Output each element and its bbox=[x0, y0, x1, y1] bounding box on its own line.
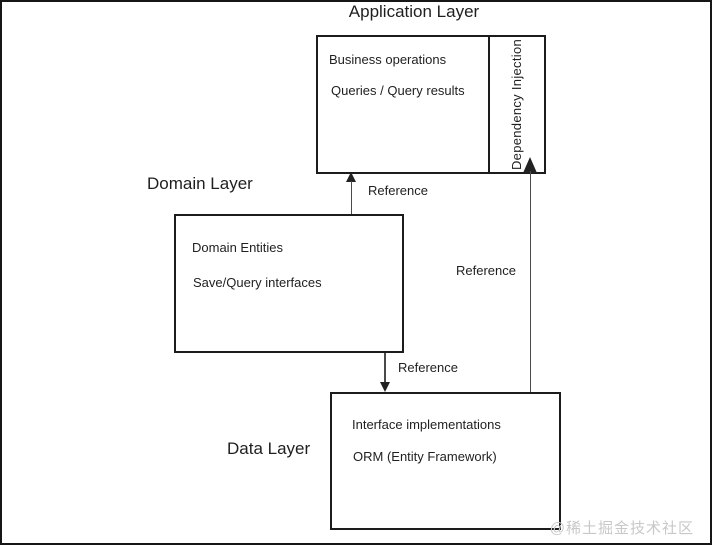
data-layer-label: Data Layer bbox=[227, 439, 311, 458]
arrow-line bbox=[529, 171, 531, 392]
arrow-line bbox=[350, 181, 352, 214]
application-box-line-business-operations: Business operations bbox=[329, 52, 447, 67]
domain-box-line-entities: Domain Entities bbox=[192, 240, 284, 255]
watermark-text: @稀土掘金技术社区 bbox=[549, 520, 694, 537]
data-box-line-implementations: Interface implementations bbox=[352, 417, 501, 432]
reference-label-top: Reference bbox=[368, 183, 428, 198]
arrowhead-down-icon bbox=[380, 382, 390, 392]
data-layer-box: Interface implementations ORM (Entity Fr… bbox=[330, 392, 561, 530]
data-box-line-orm: ORM (Entity Framework) bbox=[353, 449, 497, 464]
dependency-injection-cell: Dependency Injection bbox=[488, 37, 544, 172]
domain-layer-box: Domain Entities Save/Query interfaces bbox=[174, 214, 404, 353]
domain-box-line-interfaces: Save/Query interfaces bbox=[193, 275, 322, 290]
application-layer-box: Business operations Queries / Query resu… bbox=[316, 35, 546, 174]
arrowhead-up-icon bbox=[523, 157, 537, 173]
application-layer-title: Application Layer bbox=[348, 2, 480, 21]
reference-label-right: Reference bbox=[456, 263, 516, 278]
arrowhead-up-icon bbox=[346, 172, 356, 182]
application-box-line-queries: Queries / Query results bbox=[331, 83, 465, 98]
domain-layer-label: Domain Layer bbox=[147, 174, 253, 193]
dependency-injection-label: Dependency Injection bbox=[509, 38, 525, 171]
reference-label-middle: Reference bbox=[398, 360, 458, 375]
arrow-line bbox=[384, 353, 386, 383]
